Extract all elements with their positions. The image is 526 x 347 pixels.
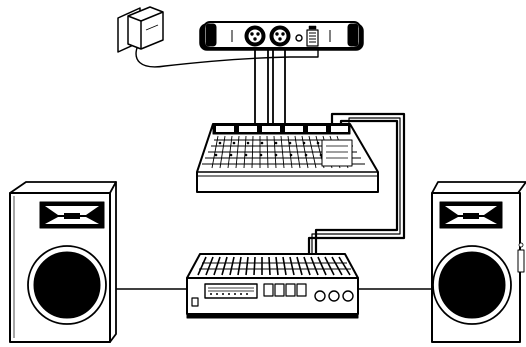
- amplifier-knobs: [315, 291, 353, 301]
- horn-tweeter-icon: [440, 202, 502, 228]
- mixing-console: [197, 124, 378, 192]
- power-jack-icon: [296, 35, 302, 41]
- volume-knob-icon: [343, 291, 353, 301]
- power-adapter: [118, 7, 163, 52]
- power-amplifier: [187, 254, 358, 318]
- audio-interface: [200, 22, 363, 50]
- power-switch-icon: [192, 298, 198, 306]
- volume-knob-icon: [329, 291, 339, 301]
- xlr-connector-left-icon: [245, 26, 265, 46]
- left-speaker: [10, 182, 116, 342]
- right-speaker: [432, 182, 526, 342]
- woofer-icon: [28, 246, 106, 324]
- woofer-icon: [433, 246, 511, 324]
- volume-knob-icon: [315, 291, 325, 301]
- horn-tweeter-icon: [40, 202, 104, 228]
- xlr-connector-right-icon: [270, 26, 290, 46]
